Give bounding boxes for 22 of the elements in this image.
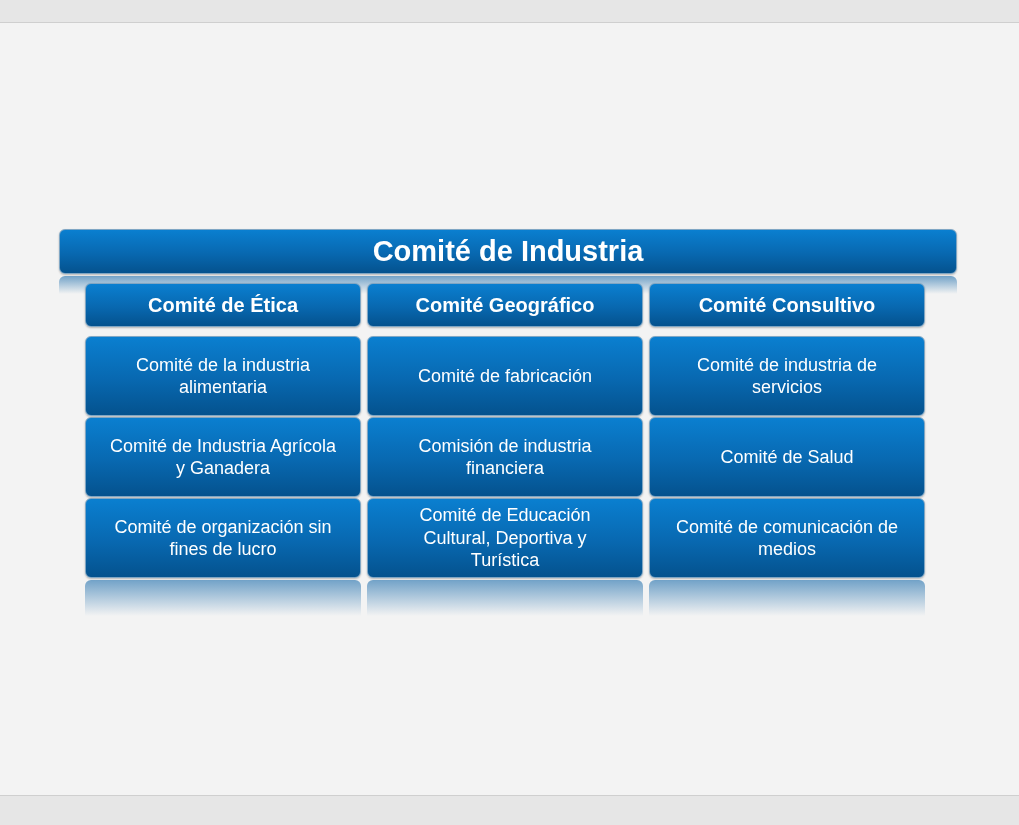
column-header-box bbox=[649, 283, 925, 327]
committee-box bbox=[649, 336, 925, 416]
committee-box bbox=[367, 417, 643, 497]
box-label: Comité de Educación Cultural, Deportiva y Turística bbox=[418, 504, 592, 572]
box-label: Comité de Salud bbox=[720, 445, 854, 469]
box-label: Comité de comunicación de medios bbox=[674, 515, 900, 561]
committee-box bbox=[649, 417, 925, 497]
box-label: Comité de Industria bbox=[372, 234, 644, 270]
box-label: Comité de industria de servicios bbox=[695, 353, 879, 399]
box-label: Comité de Industria Agrícola y Ganadera bbox=[108, 434, 338, 480]
box-label: Comisión de industria financiera bbox=[417, 434, 593, 480]
box-label: Comité de la industria alimentaria bbox=[134, 353, 312, 399]
committee-box bbox=[85, 336, 361, 416]
box-label: Comité de fabricación bbox=[417, 364, 593, 388]
box-label: Comité Geográfico bbox=[415, 292, 595, 318]
column-header-box bbox=[85, 283, 361, 327]
box-label: Comité de Ética bbox=[147, 292, 298, 318]
box-label: Comité de organización sin fines de lucro bbox=[113, 515, 333, 561]
committee-box bbox=[367, 336, 643, 416]
committee-box bbox=[85, 417, 361, 497]
box-label: Comité Consultivo bbox=[698, 292, 876, 318]
column-header-box bbox=[367, 283, 643, 327]
